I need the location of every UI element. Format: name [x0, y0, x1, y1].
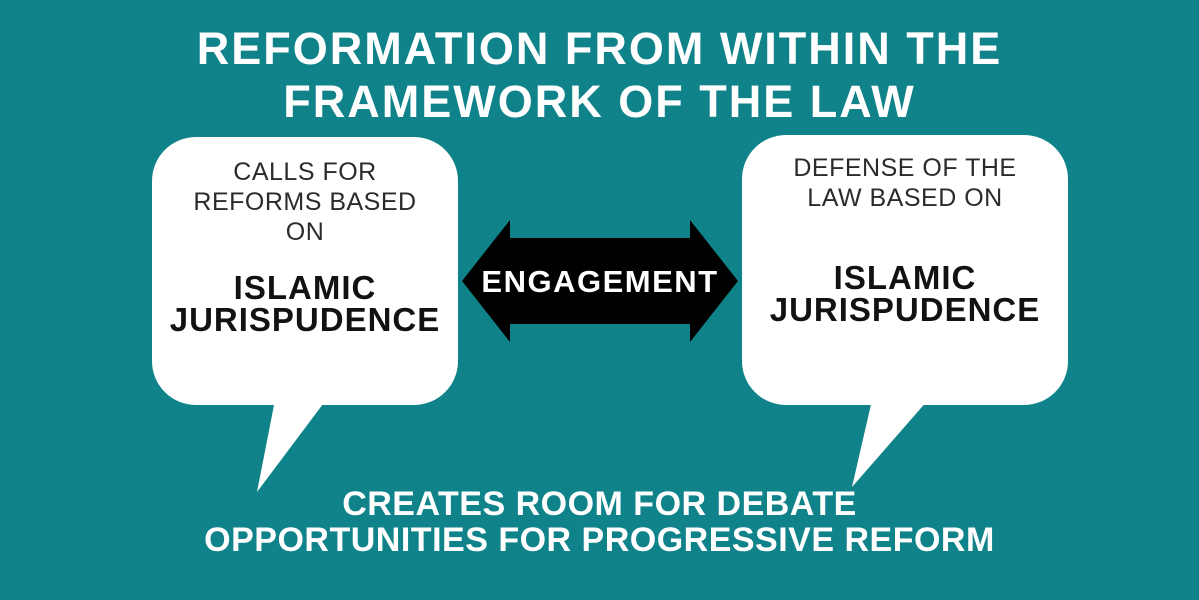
footer-line-1: CREATES ROOM FOR DEBATE	[342, 485, 857, 523]
page-title-line-2: FRAMEWORK OF THE LAW	[283, 76, 916, 127]
left-bubble-emphasis-text: ISLAMIC JURISPUDENCE	[169, 269, 441, 338]
engagement-arrow-label: ENGAGEMENT	[481, 264, 719, 299]
footer-text: CREATES ROOM FOR DEBATE OPPORTUNITIES FO…	[0, 486, 1199, 558]
left-bubble-intro-text: CALLS FOR REFORMS BASED ON	[193, 158, 417, 246]
right-bubble-tail	[852, 400, 928, 487]
left-speech-bubble: CALLS FOR REFORMS BASED ON ISLAMIC JURIS…	[152, 137, 458, 405]
page-title-line-1: REFORMATION FROM WITHIN THE	[196, 23, 1003, 74]
right-bubble-emphasis-text: ISLAMIC JURISPUDENCE	[769, 259, 1041, 328]
page-title: REFORMATION FROM WITHIN THE FRAMEWORK OF…	[0, 22, 1199, 128]
left-bubble-tail	[257, 400, 326, 492]
right-bubble-intro-text: DEFENSE OF THE LAW BASED ON	[793, 154, 1017, 212]
footer-line-2: OPPORTUNITIES FOR PROGRESSIVE REFORM	[204, 521, 995, 559]
right-speech-bubble: DEFENSE OF THE LAW BASED ON ISLAMIC JURI…	[742, 135, 1068, 405]
